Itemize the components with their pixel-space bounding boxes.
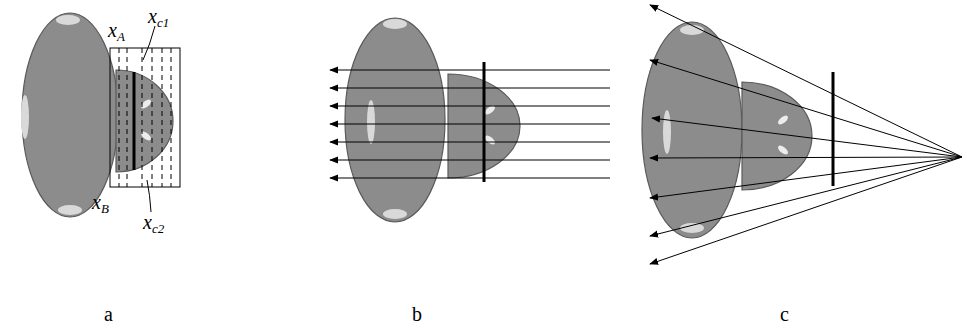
highlight [21,95,29,139]
highlight [383,209,407,219]
highlight [776,114,789,126]
panel-letter: b [412,304,422,324]
section-line [483,62,486,182]
panel-c [642,5,962,264]
highlight [663,110,671,154]
highlight [367,100,375,144]
diverging-rays [650,5,962,264]
variable-label: xB [92,192,109,212]
large-body [345,18,445,222]
panel-b [330,18,610,222]
variable-label: xA [108,20,125,40]
small-body [742,82,812,190]
variable-label: xc2 [143,212,164,232]
leader-line [143,26,155,60]
highlight [58,205,82,215]
large-body [22,13,118,217]
variable-label: xc1 [148,6,169,26]
panel-letter: c [780,304,789,324]
panel-a [21,13,180,217]
highlight [139,98,152,110]
dashed-lines [119,48,171,187]
panel-letter: a [104,304,113,324]
highlight [56,15,80,25]
section-line [832,72,835,186]
section-line [133,72,136,170]
large-body [642,22,742,238]
highlight [776,144,789,156]
parallel-rays [330,70,610,178]
box [110,48,180,187]
small-body [116,70,173,172]
highlight [383,19,407,29]
highlight [139,130,152,142]
leader-line [147,180,151,212]
